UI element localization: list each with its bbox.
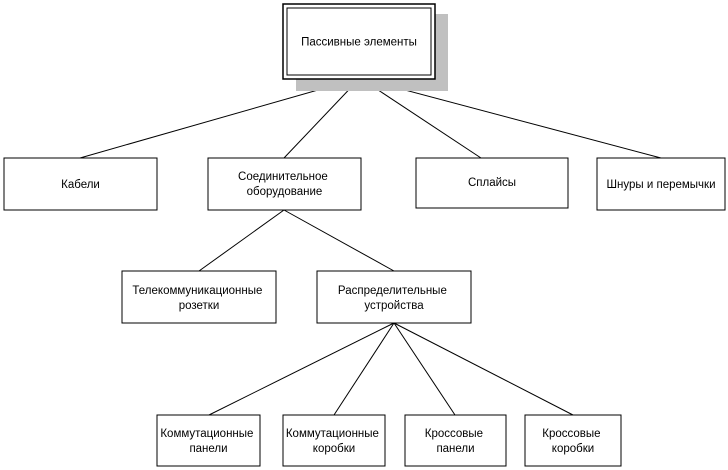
node-label-line: панели [189, 443, 227, 455]
node-label-line: Кроссовые [542, 428, 600, 440]
node-label-line: коробки [552, 443, 594, 455]
node-label-line: оборудование [247, 186, 323, 198]
node-label-line: Пассивные элементы [301, 37, 417, 49]
edge-distribution-cross-boxes [393, 322, 574, 416]
node-label: Коммутационные панели [160, 428, 256, 455]
edge-distribution-patch-boxes [333, 322, 395, 416]
edge-root-connecting [283, 77, 361, 159]
node-cables: Кабели [3, 157, 158, 211]
node-patch-panels: Коммутационные панели [156, 414, 261, 467]
node-label: Телекоммуникационные розетки [132, 285, 265, 312]
node-telecom-outlets: Телекоммуникационные розетки [121, 270, 277, 324]
node-label-line: панели [436, 443, 474, 455]
node-box [524, 414, 622, 467]
node-box [156, 414, 261, 467]
edge-root-cords [359, 77, 662, 159]
node-label: Пассивные элементы [301, 37, 417, 49]
node-box [3, 157, 158, 211]
node-cross-boxes: Кроссовые коробки [524, 414, 622, 467]
node-box [207, 157, 362, 211]
node-distribution-devices: Распределительные устройства [316, 270, 472, 324]
edge-connecting-outlets [198, 209, 285, 272]
node-connecting-equipment: Соединительное оборудование [207, 157, 362, 211]
node-label-line: Кроссовые [425, 428, 483, 440]
node-label-line: Коммутационные [160, 428, 253, 440]
connectors [79, 77, 662, 416]
node-label-line: устройства [364, 300, 424, 312]
edge-distribution-cross-panels [393, 322, 456, 416]
node-label: Кроссовые коробки [542, 428, 604, 455]
edge-connecting-distribution [283, 209, 395, 272]
node-label-line: Сплайсы [468, 177, 516, 189]
node-label: Кроссовые панели [425, 428, 487, 455]
node-label: Коммутационные коробки [286, 428, 382, 455]
node-label-line: Коммутационные [286, 428, 379, 440]
node-box [316, 270, 472, 324]
node-label-line: Распределительные [338, 285, 447, 297]
node-label-line: Соединительное [238, 171, 328, 183]
root-box-inner [286, 7, 432, 76]
node-box [282, 414, 386, 467]
node-label-line: Кабели [61, 179, 100, 191]
edge-distribution-patch-panels [208, 322, 395, 416]
node-box [596, 157, 726, 211]
edge-root-cables [79, 77, 361, 159]
node-label: Кабели [61, 179, 100, 191]
node-label: Распределительные устройства [338, 285, 450, 312]
node-label: Шнуры и перемычки [606, 179, 715, 191]
node-box [121, 270, 277, 324]
node-patch-boxes: Коммутационные коробки [282, 414, 386, 467]
node-root: Пассивные элементы [282, 3, 448, 91]
node-box [415, 157, 569, 209]
node-label: Сплайсы [468, 177, 516, 189]
node-cross-panels: Кроссовые панели [404, 414, 507, 467]
node-box [404, 414, 507, 467]
node-label-line: Телекоммуникационные [132, 285, 262, 297]
node-label-line: Шнуры и перемычки [606, 179, 715, 191]
node-splices: Сплайсы [415, 157, 569, 209]
node-label-line: розетки [179, 300, 220, 312]
node-label: Соединительное оборудование [238, 171, 331, 198]
edge-root-splices [359, 77, 482, 159]
node-cords-jumpers: Шнуры и перемычки [596, 157, 726, 211]
root-box [282, 3, 436, 80]
node-label-line: коробки [313, 443, 355, 455]
